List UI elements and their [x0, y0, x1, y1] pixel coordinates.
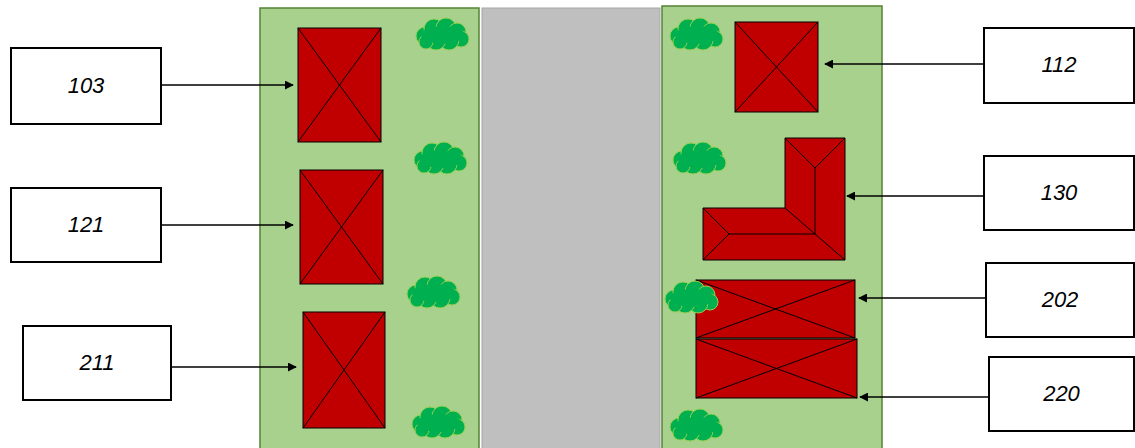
roof-lines — [303, 312, 385, 428]
leader-arrow — [162, 84, 293, 86]
bush-core — [675, 26, 719, 44]
house-number: 202 — [1042, 287, 1079, 313]
house-number: 130 — [1041, 180, 1078, 206]
callout-box: 121 — [10, 187, 162, 263]
roof-lines — [298, 28, 381, 142]
callout-box: 220 — [988, 356, 1135, 432]
l-shaped-house — [703, 138, 845, 260]
house-number: 121 — [68, 212, 105, 238]
road — [482, 8, 660, 448]
roof-lines — [696, 339, 857, 398]
bush — [673, 142, 726, 174]
callout-box: 130 — [983, 155, 1135, 231]
leader-arrow — [860, 396, 988, 398]
leader-arrow — [172, 366, 296, 368]
callout-box: 202 — [985, 262, 1135, 338]
bush-core — [421, 26, 465, 44]
callout-box: 211 — [22, 325, 172, 401]
callout-box: 112 — [983, 27, 1135, 104]
roof-lines — [300, 170, 383, 284]
bush-core — [678, 150, 722, 168]
bush-core — [412, 284, 456, 302]
leader-arrow — [859, 297, 985, 299]
bush — [412, 406, 465, 438]
leader-arrow — [847, 195, 983, 197]
leader-arrow — [162, 224, 293, 226]
bush-core — [670, 289, 714, 307]
house-number: 112 — [1041, 52, 1076, 78]
house — [696, 280, 855, 338]
roof-lines — [703, 138, 845, 260]
bush — [670, 409, 723, 441]
bush — [416, 18, 469, 50]
house — [696, 339, 857, 398]
bush — [670, 18, 723, 50]
roof-lines — [696, 280, 855, 338]
bush — [665, 281, 718, 313]
house — [735, 22, 818, 112]
house-number: 220 — [1043, 381, 1080, 407]
bush-core — [419, 150, 463, 168]
leader-arrow — [825, 63, 983, 65]
lawn-strip — [260, 8, 479, 448]
house — [303, 312, 385, 428]
bush — [407, 276, 460, 308]
lawn-strip — [662, 6, 882, 448]
bush-core — [417, 414, 461, 432]
roof-lines — [735, 22, 818, 112]
house — [300, 170, 383, 284]
house-number: 211 — [79, 350, 114, 376]
bush — [414, 142, 467, 174]
bushes — [407, 18, 726, 441]
bush-core — [675, 417, 719, 435]
house-number: 103 — [68, 73, 105, 99]
callout-box: 103 — [10, 47, 162, 125]
house — [298, 28, 381, 142]
